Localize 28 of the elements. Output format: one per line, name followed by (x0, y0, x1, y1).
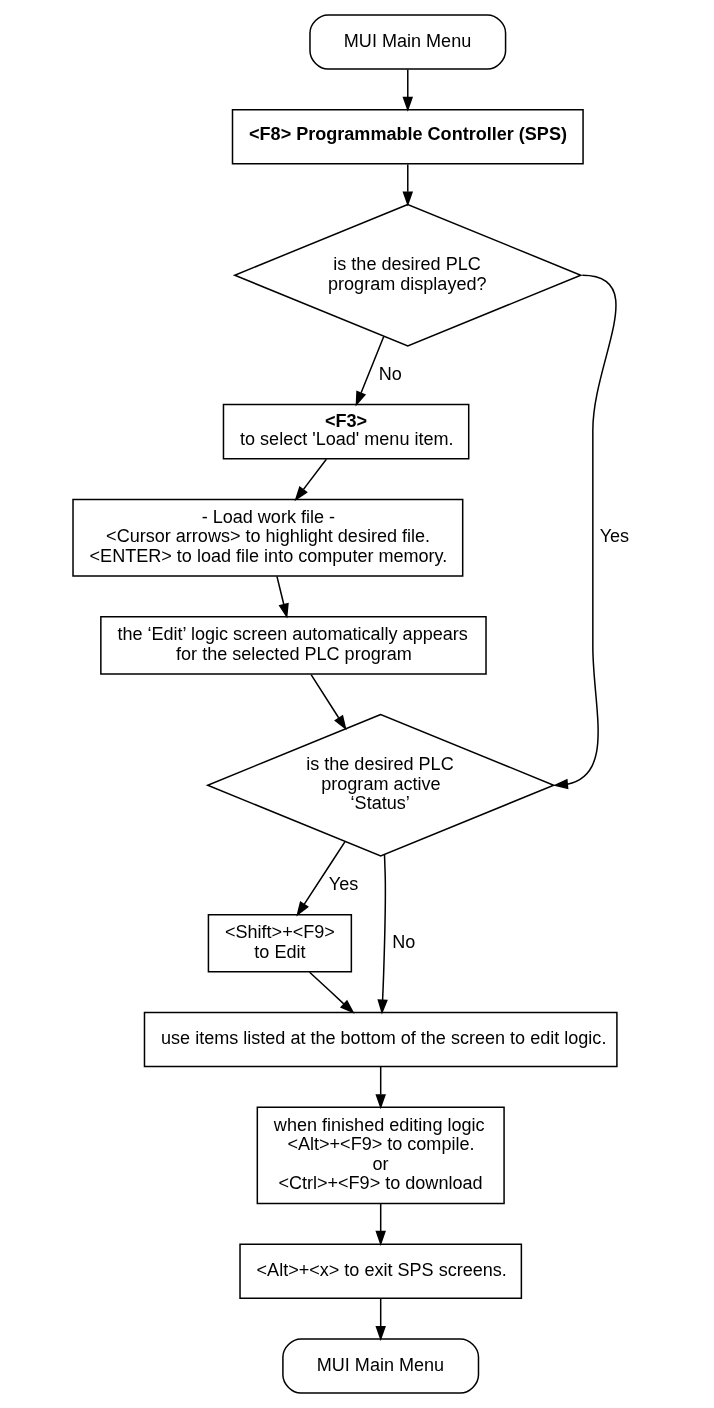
node-box: <F3> to select 'Load' menu item. (222, 403, 470, 460)
arrow (375, 1298, 386, 1341)
arrow (308, 971, 355, 1014)
node-box: <F8> Programmable Controller (SPS) (231, 108, 584, 165)
edge-label: No (392, 931, 416, 952)
arrow (552, 274, 617, 790)
edge-label: Yes (599, 526, 630, 547)
node-box: MUI Main Menu (309, 14, 507, 70)
arrow (296, 841, 346, 917)
arrow (377, 853, 388, 1015)
arrow (375, 1065, 386, 1110)
node-box: MUI Main Menu (282, 1338, 480, 1394)
arrow (294, 458, 328, 502)
arrow (355, 335, 385, 407)
arrow (375, 1203, 386, 1246)
edge-label: No (378, 363, 402, 384)
node-box: the ‘Edit’ logic screen automatically appears for the selected PLC program (100, 616, 487, 675)
arrow (402, 68, 414, 112)
arrow (276, 575, 289, 619)
arrow (310, 673, 347, 731)
node-box: <Shift>+<F9> to Edit (207, 913, 353, 973)
arrow (402, 163, 414, 207)
node-box: when finished editing logic <Alt>+<F9> to compile. or <Ctrl>+<F9> to download (256, 1106, 505, 1205)
node-box: - Load work file - <Cursor arrows> to highlight desired file. <ENTER> to load file into computer memory. (72, 498, 464, 577)
node-diamond: is the desired PLC program displayed? (232, 203, 583, 347)
node-box: use items listed at the bottom of the screen to edit logic. (143, 1011, 618, 1068)
edge-label: Yes (328, 873, 359, 894)
node-box: <Alt>+<x> to exit SPS screens. (239, 1243, 523, 1300)
